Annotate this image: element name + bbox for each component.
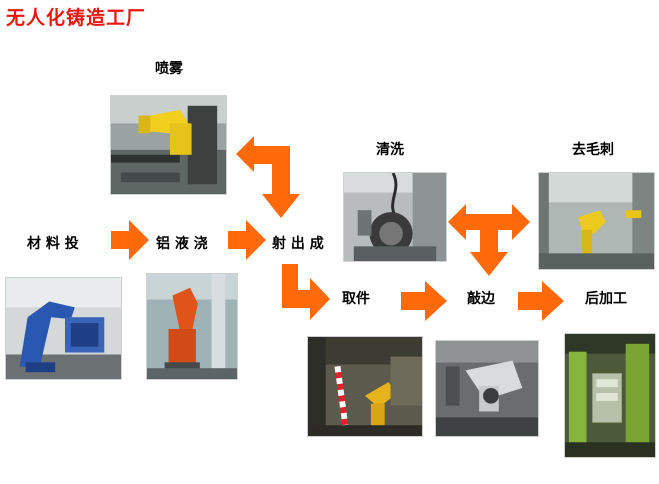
arrow-spraying-injection bbox=[236, 136, 308, 218]
label-pickup: 取件 bbox=[342, 291, 370, 307]
photo-pouring-robot bbox=[146, 273, 238, 380]
arrow-pouring-to-injection bbox=[228, 220, 266, 260]
photo-deburring-robot bbox=[538, 172, 655, 270]
label-deburring: 去毛刺 bbox=[572, 142, 614, 158]
photo-cleaning-machine bbox=[343, 172, 447, 262]
photo-spraying-robot bbox=[110, 95, 227, 195]
label-spraying: 喷雾 bbox=[155, 61, 183, 77]
arrow-trimming-to-postprocess bbox=[518, 281, 564, 321]
label-postprocess: 后加工 bbox=[585, 291, 627, 307]
label-injection: 射 出 成 bbox=[272, 236, 324, 252]
label-trimming: 敲边 bbox=[467, 291, 495, 307]
arrow-feeding-to-pouring bbox=[111, 220, 149, 260]
label-pouring: 铝 液 浇 bbox=[156, 236, 208, 252]
photo-trimming-machine bbox=[435, 340, 539, 437]
label-feeding: 材 料 投 bbox=[27, 236, 79, 252]
label-cleaning: 清洗 bbox=[376, 142, 404, 158]
page-title: 无人化铸造工厂 bbox=[6, 7, 147, 29]
arrow-injection-to-pickup bbox=[282, 264, 330, 320]
photo-pickup-robot bbox=[307, 336, 423, 437]
photo-postprocess-line bbox=[564, 333, 656, 458]
arrow-pickup-to-trimming bbox=[401, 281, 447, 321]
photo-feeding-robot bbox=[5, 277, 122, 380]
arrow-cleaning-deburring-trimming bbox=[448, 202, 530, 276]
